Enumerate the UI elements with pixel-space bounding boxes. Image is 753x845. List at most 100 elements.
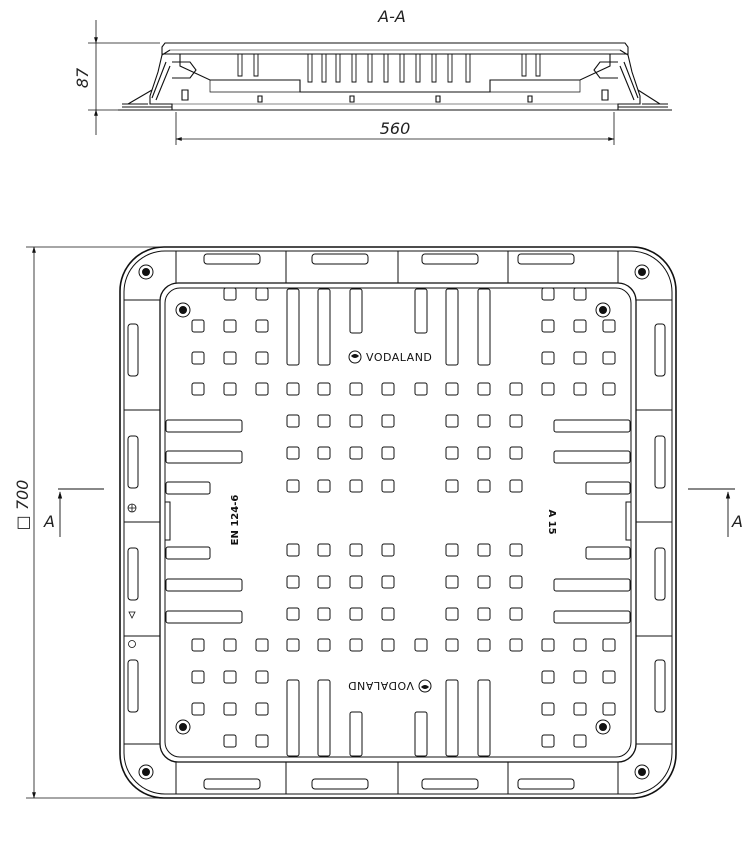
section-view: A-A 87 560 [73, 7, 672, 145]
grid-opening [602, 351, 616, 365]
frame-slot-right [654, 547, 666, 601]
bolt-ring [595, 302, 611, 318]
grid-opening [477, 543, 491, 557]
horizontal-slot [165, 481, 211, 495]
grid-opening [602, 382, 616, 396]
grid-opening [509, 414, 523, 428]
grid-opening [509, 382, 523, 396]
grid-opening [317, 414, 331, 428]
horizontal-slot [585, 481, 631, 495]
bolt-head [599, 723, 607, 731]
grid-opening [445, 446, 459, 460]
grid-opening [286, 414, 300, 428]
horizontal-slot [553, 578, 631, 592]
grid-opening [573, 351, 587, 365]
grid-opening [509, 638, 523, 652]
bolt-ring [634, 264, 650, 280]
grid-opening [381, 607, 395, 621]
grid-opening [255, 319, 269, 333]
grid-opening [223, 670, 237, 684]
height-dimension-value: 87 [73, 67, 92, 88]
horizontal-slot [553, 610, 631, 624]
frame-profile [118, 49, 672, 111]
vertical-slot [445, 679, 459, 757]
grid-opening [223, 638, 237, 652]
grid-opening [286, 543, 300, 557]
bolt-head [638, 268, 646, 276]
horizontal-slot [585, 546, 631, 560]
grid-opening [381, 638, 395, 652]
vertical-slot [317, 679, 331, 757]
bolt-head [179, 723, 187, 731]
grid-opening [223, 382, 237, 396]
grid-opening [286, 607, 300, 621]
grid-opening [477, 638, 491, 652]
grid-opening [445, 543, 459, 557]
grid-opening [477, 382, 491, 396]
grid-opening [255, 734, 269, 748]
size-dimension [26, 246, 180, 799]
bolt-ring [138, 264, 154, 280]
vertical-slot [286, 288, 300, 366]
bolt-head [599, 306, 607, 314]
grid-opening [602, 670, 616, 684]
grid-opening [541, 638, 555, 652]
frame-slot-top [421, 253, 479, 265]
grid-opening [477, 414, 491, 428]
grid-opening [573, 670, 587, 684]
grid-opening [349, 479, 363, 493]
horizontal-slot [165, 610, 243, 624]
grid-opening [573, 638, 587, 652]
cover-grid [191, 287, 616, 748]
grid-opening [509, 479, 523, 493]
plan-view: □ 700 A A [13, 246, 743, 799]
horizontal-slot [165, 419, 243, 433]
frame-slot-left [127, 323, 139, 377]
horizontal-slot [165, 450, 243, 464]
section-rib [521, 54, 527, 77]
horizontal-slot [165, 578, 243, 592]
grid-opening [602, 319, 616, 333]
section-rib [447, 54, 453, 83]
grid-opening [541, 319, 555, 333]
grid-opening [477, 607, 491, 621]
grid-opening [381, 382, 395, 396]
vertical-slot [477, 288, 491, 366]
section-cut-left [57, 488, 104, 537]
grid-opening [445, 607, 459, 621]
grid-opening [317, 543, 331, 557]
grid-opening [509, 575, 523, 589]
cover-horizontal-slots [165, 419, 631, 624]
bolt-ring [175, 302, 191, 318]
frame-slot-top [311, 253, 369, 265]
grid-opening [349, 575, 363, 589]
frame-emblems [127, 503, 137, 648]
cover-vertical-slots [286, 288, 491, 757]
section-title: A-A [377, 7, 406, 26]
bolt-head [142, 768, 150, 776]
grid-opening [477, 479, 491, 493]
section-rib [399, 54, 405, 83]
bolt-ring [175, 719, 191, 735]
grid-opening [573, 287, 587, 301]
corner-bolts [138, 264, 650, 780]
grid-opening [541, 702, 555, 716]
grid-opening [381, 575, 395, 589]
horizontal-slot [553, 450, 631, 464]
vertical-slot [349, 288, 363, 334]
grid-opening [477, 446, 491, 460]
grid-opening [255, 670, 269, 684]
grid-opening [414, 638, 428, 652]
width-dimension [175, 112, 615, 145]
frame-slot-left [127, 659, 139, 713]
height-dimension [88, 20, 160, 135]
grid-opening [349, 446, 363, 460]
grid-opening [381, 479, 395, 493]
section-rib [351, 54, 357, 83]
grid-opening [191, 638, 205, 652]
bolt-head [142, 268, 150, 276]
grid-opening [286, 638, 300, 652]
grid-opening [255, 351, 269, 365]
frame-slots [124, 251, 672, 794]
grid-opening [317, 607, 331, 621]
